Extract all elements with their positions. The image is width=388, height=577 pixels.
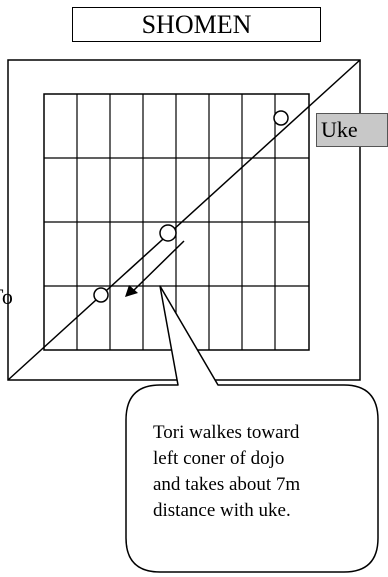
callout-line: Tori walkes toward <box>153 422 300 443</box>
callout-bubble <box>125 285 379 573</box>
callout-line: and takes about 7m <box>153 474 301 495</box>
diagonal-line <box>7 59 361 381</box>
tori-label: Tori <box>0 284 12 309</box>
movement-arrow-line <box>132 240 185 292</box>
callout-line: distance with uke. <box>153 500 291 521</box>
tatami-grid <box>44 94 309 350</box>
tori-start-marker <box>159 224 177 242</box>
uke-label: Uke <box>316 113 388 147</box>
shomen-label: SHOMEN <box>72 7 321 42</box>
callout-line: left coner of dojo <box>153 448 285 469</box>
movement-arrow-head <box>125 285 138 297</box>
uke-position-marker <box>273 110 289 126</box>
tori-end-marker <box>93 287 109 303</box>
callout-text: Tori walkes toward left coner of dojo an… <box>153 420 353 524</box>
